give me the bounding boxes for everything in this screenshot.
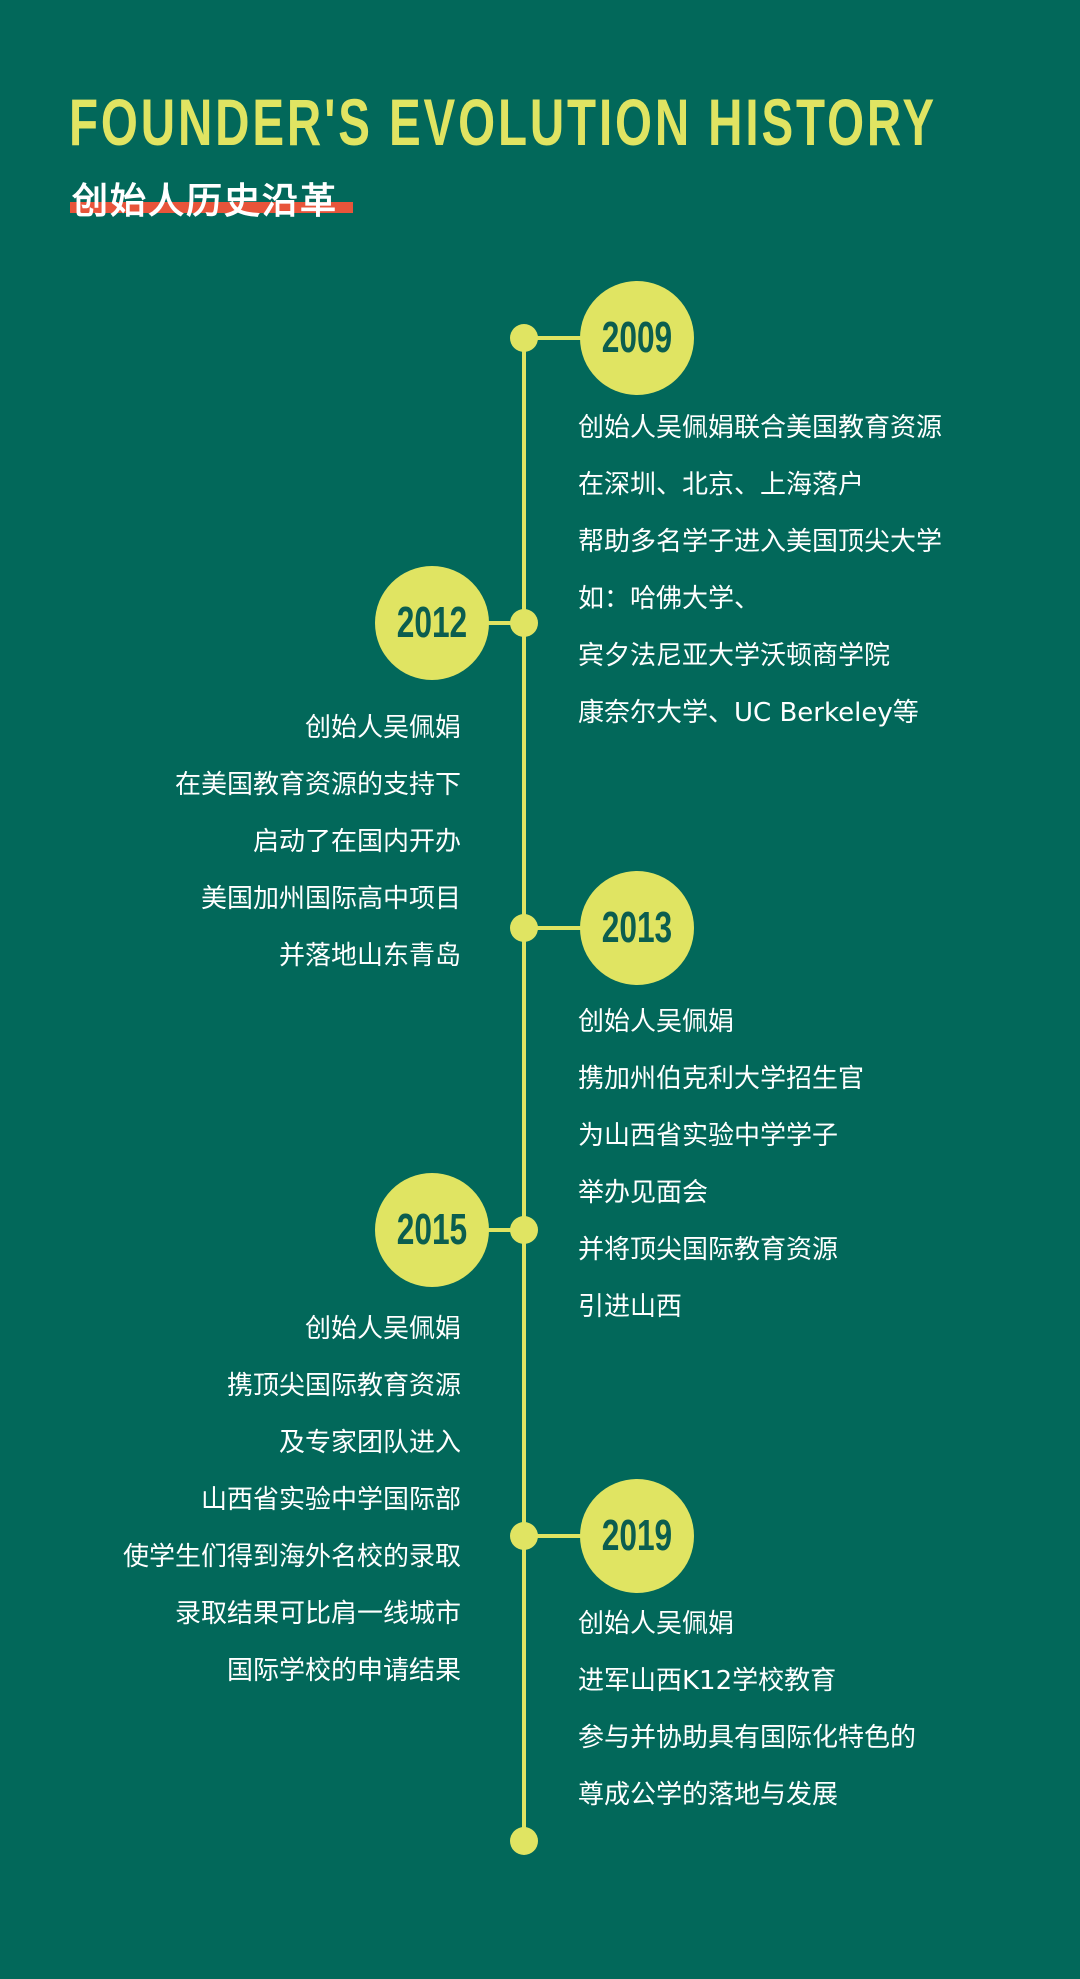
year-badge: 2009 [580, 281, 694, 395]
description-line: 山西省实验中学国际部 [200, 1485, 461, 1515]
timeline-connector [470, 621, 530, 625]
event-description: 创始人吴佩娟在美国教育资源的支持下启动了在国内开办美国加州国际高中项目并落地山东… [175, 700, 461, 985]
description-line: 并落地山东青岛 [278, 941, 461, 971]
event-description: 创始人吴佩娟进军山西K12学校教育参与并协助具有国际化特色的尊成公学的落地与发展 [578, 1596, 916, 1824]
event-description: 创始人吴佩娟携顶尖国际教育资源及专家团队进入山西省实验中学国际部使学生们得到海外… [123, 1301, 461, 1700]
description-line: 录取结果可比肩一线城市 [174, 1599, 461, 1629]
year-badge: 2019 [580, 1479, 694, 1593]
description-line: 携顶尖国际教育资源 [226, 1371, 461, 1401]
subtitle-underline [70, 202, 353, 213]
year-label: 2009 [601, 313, 673, 362]
description-line: 为山西省实验中学学子 [578, 1121, 839, 1151]
year-badge: 2015 [375, 1173, 489, 1287]
description-line: 创始人吴佩娟 [578, 1609, 735, 1639]
description-line: 引进山西 [578, 1292, 683, 1322]
description-line: 使学生们得到海外名校的录取 [122, 1542, 461, 1572]
timeline-connector [524, 926, 584, 930]
description-line: 帮助多名学子进入美国顶尖大学 [578, 527, 943, 557]
description-line: 康奈尔大学、UC Berkeley等 [578, 698, 919, 728]
year-label: 2019 [601, 1511, 673, 1560]
description-line: 进军山西K12学校教育 [578, 1666, 837, 1696]
description-line: 在美国教育资源的支持下 [174, 770, 461, 800]
description-line: 及专家团队进入 [278, 1428, 461, 1458]
description-line: 如：哈佛大学、 [578, 584, 761, 614]
description-line: 国际学校的申请结果 [226, 1656, 461, 1686]
description-line: 在深圳、北京、上海落户 [578, 470, 865, 500]
description-line: 启动了在国内开办 [252, 827, 461, 857]
year-label: 2012 [396, 598, 468, 647]
description-line: 参与并协助具有国际化特色的 [578, 1723, 917, 1753]
event-description: 创始人吴佩娟携加州伯克利大学招生官为山西省实验中学学子举办见面会并将顶尖国际教育… [578, 994, 864, 1336]
description-line: 创始人吴佩娟 [578, 1007, 735, 1037]
description-line: 创始人吴佩娟 [304, 713, 461, 743]
timeline-connector [524, 1534, 584, 1538]
year-badge: 2012 [375, 566, 489, 680]
description-line: 并将顶尖国际教育资源 [578, 1235, 839, 1265]
year-badge: 2013 [580, 871, 694, 985]
year-label: 2013 [601, 903, 673, 952]
event-description: 创始人吴佩娟联合美国教育资源在深圳、北京、上海落户帮助多名学子进入美国顶尖大学如… [578, 400, 942, 742]
timeline-connector [524, 336, 584, 340]
description-line: 创始人吴佩娟 [304, 1314, 461, 1344]
description-line: 创始人吴佩娟联合美国教育资源 [578, 413, 943, 443]
description-line: 举办见面会 [578, 1178, 709, 1208]
description-line: 尊成公学的落地与发展 [578, 1780, 839, 1810]
timeline-connector [470, 1228, 530, 1232]
description-line: 宾夕法尼亚大学沃顿商学院 [578, 641, 891, 671]
page-subtitle: 创始人历史沿革 [72, 181, 339, 222]
description-line: 携加州伯克利大学招生官 [578, 1064, 865, 1094]
year-label: 2015 [396, 1205, 468, 1254]
timeline-line [522, 336, 526, 1841]
timeline-end-dot [510, 1827, 538, 1855]
description-line: 美国加州国际高中项目 [200, 884, 461, 914]
page-title: FOUNDER'S EVOLUTION HISTORY [69, 85, 937, 159]
